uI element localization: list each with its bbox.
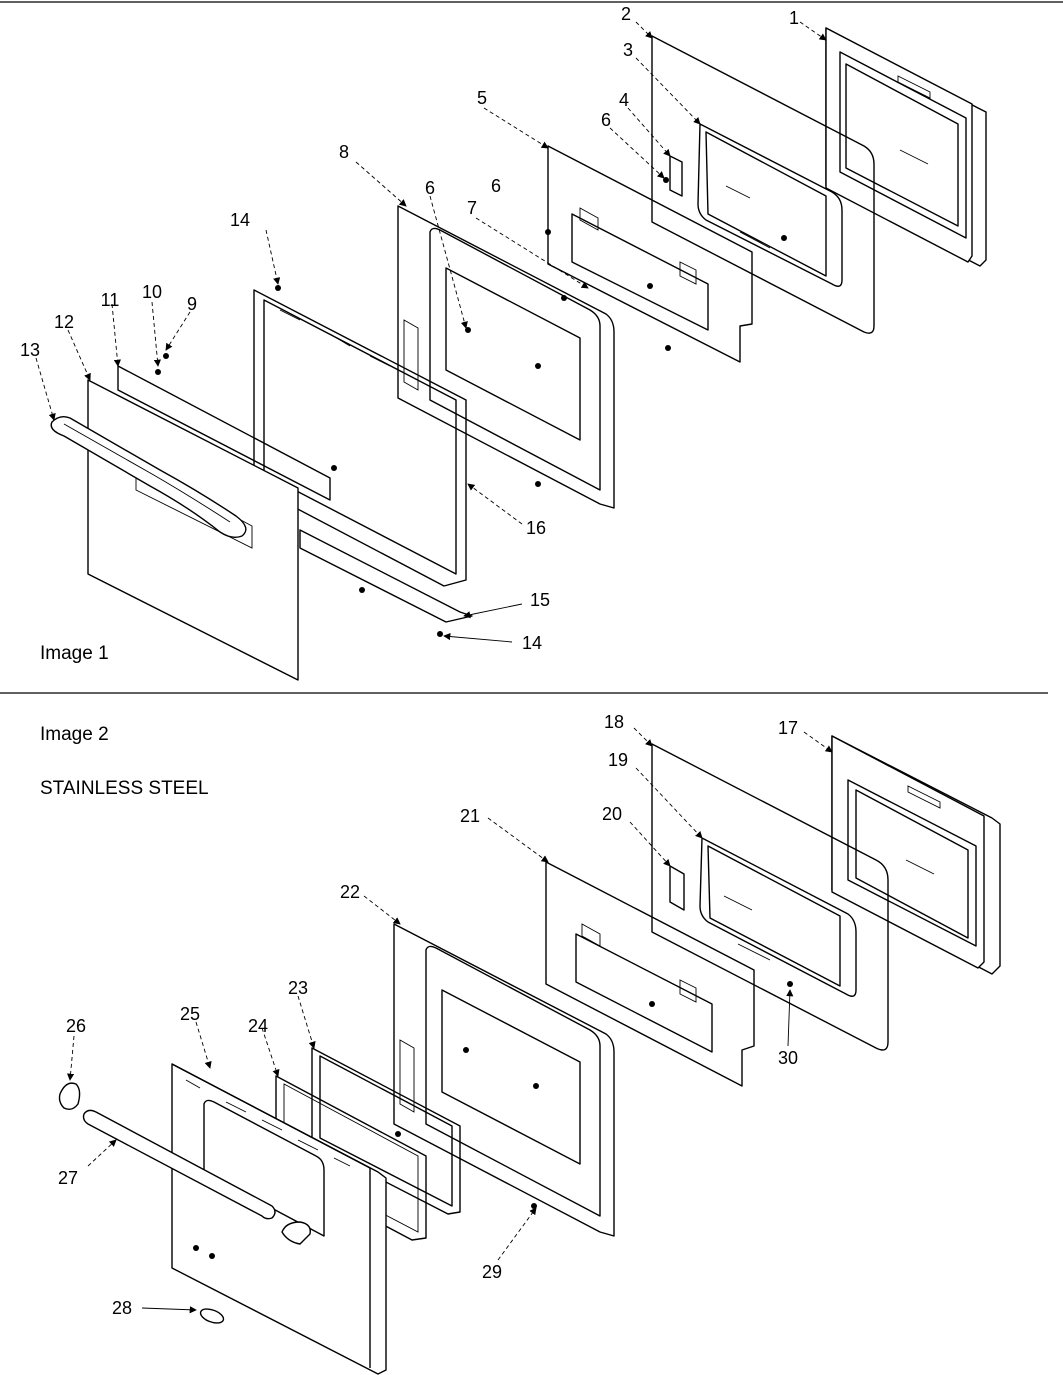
part-16-frame — [253, 289, 467, 587]
part-23-frame — [311, 1047, 461, 1215]
part-22-inner-liner — [393, 923, 615, 1237]
callout-9: 9 — [187, 294, 197, 314]
callout-10: 10 — [142, 282, 162, 302]
part-13-handle — [50, 415, 247, 539]
callout-14a: 14 — [230, 210, 250, 230]
part-25-outer-door — [171, 1063, 387, 1375]
callout-14b: 14 — [522, 633, 542, 653]
callout-30: 30 — [778, 1048, 798, 1068]
part-2-gasket — [651, 35, 875, 334]
part-4-bracket — [669, 155, 683, 197]
part-27-handle-rod — [82, 1109, 276, 1220]
part-8-inner-liner — [397, 205, 615, 509]
callout-8: 8 — [339, 142, 349, 162]
callout-16: 16 — [526, 518, 546, 538]
callout-3: 3 — [623, 40, 633, 60]
callout-17: 17 — [778, 718, 798, 738]
callout-15: 15 — [530, 590, 550, 610]
image2-caption: Image 2 — [40, 724, 109, 745]
callout-27: 27 — [58, 1168, 78, 1188]
callout-23: 23 — [288, 978, 308, 998]
part-18-gasket — [651, 743, 889, 1051]
callout-19: 19 — [608, 750, 628, 770]
callout-22: 22 — [340, 882, 360, 902]
part-17-outer-panel — [831, 735, 1001, 975]
callout-2: 2 — [621, 4, 631, 24]
callout-21: 21 — [460, 806, 480, 826]
image2-callouts: 17 18 19 20 21 22 23 24 25 26 27 28 29 3… — [58, 712, 798, 1318]
part-11-channel — [117, 365, 331, 501]
part-19-glass-frame — [699, 837, 857, 997]
callout-7: 7 — [467, 198, 477, 218]
image2-screws — [193, 981, 793, 1259]
callout-12: 12 — [54, 312, 74, 332]
callout-11: 11 — [101, 290, 120, 310]
image1-caption: Image 1 — [40, 643, 109, 664]
image1-screws — [155, 177, 787, 637]
callout-5: 5 — [477, 88, 487, 108]
callout-4: 4 — [619, 90, 629, 110]
part-20-bracket — [669, 865, 685, 911]
callout-29: 29 — [482, 1262, 502, 1282]
callout-1: 1 — [789, 8, 799, 28]
callout-20: 20 — [602, 804, 622, 824]
image2-drawing — [58, 727, 1001, 1375]
callout-18: 18 — [604, 712, 624, 732]
callout-25: 25 — [180, 1004, 200, 1024]
callout-6c: 6 — [491, 176, 501, 196]
image1-leaders — [35, 21, 827, 643]
callout-6b: 6 — [425, 178, 435, 198]
image2-subtitle: STAINLESS STEEL — [40, 778, 209, 799]
part-26-end-cap — [58, 1082, 81, 1111]
callout-28: 28 — [112, 1298, 132, 1318]
callout-24: 24 — [248, 1016, 268, 1036]
part-21-back-plate — [545, 861, 755, 1087]
image1-drawing — [35, 21, 987, 681]
callout-6a: 6 — [601, 110, 611, 130]
part-5-back-plate — [547, 145, 753, 363]
part-15-strip — [299, 529, 473, 623]
part-28-badge — [199, 1308, 225, 1324]
image2-leaders — [66, 727, 833, 1314]
part-12-outer-glass — [87, 379, 299, 681]
image1-callouts: 1 2 3 4 5 6 6 6 7 8 9 10 11 12 13 14 14 … — [20, 4, 799, 653]
callout-13: 13 — [20, 340, 40, 360]
part-3-glass-frame — [697, 123, 843, 287]
callout-26: 26 — [66, 1016, 86, 1036]
part-1-outer-panel — [825, 27, 987, 267]
